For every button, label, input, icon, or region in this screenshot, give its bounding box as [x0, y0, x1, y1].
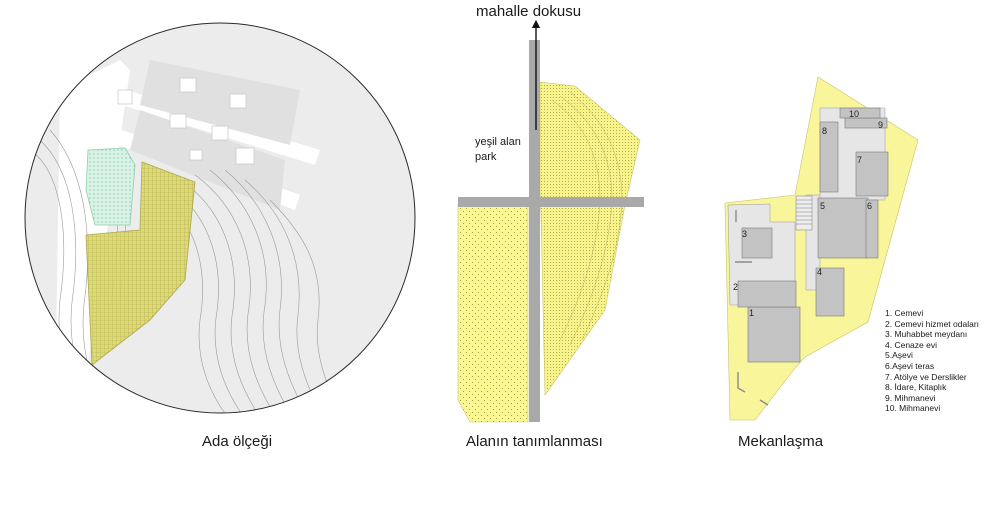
spatial-panel: 1 2 3 4 5 6 7 8 9 10 [724, 76, 919, 421]
building-admin-library [819, 121, 839, 193]
plan-number-1: 1 [749, 308, 754, 318]
north-south-axis [529, 40, 540, 422]
west-dotted-zone [457, 203, 529, 423]
definition-panel [457, 19, 644, 423]
caption-area-definition: Alanın tanımlanması [466, 433, 603, 450]
label-green-area: yeşil alan [475, 136, 521, 148]
plan-number-10: 10 [849, 109, 859, 119]
caption-spatial-organization: Mekanlaşma [738, 433, 824, 450]
plan-number-6: 6 [867, 201, 872, 211]
building-asevi-terrace [865, 199, 879, 259]
urban-block-2 [130, 110, 285, 210]
plan-number-5: 5 [820, 201, 825, 211]
building-asevi [817, 197, 869, 259]
green-park-area [85, 147, 136, 226]
stairs [795, 195, 813, 231]
buildings [737, 107, 889, 363]
building-service-rooms [737, 280, 797, 308]
label-park: park [475, 151, 497, 163]
legend-item-6: 6.Aşevi teras [885, 360, 935, 371]
legend-item-7: 7. Atölye ve Derslikler [885, 371, 967, 382]
label-neighbourhood-fabric: mahalle dokusu [476, 3, 582, 20]
plan-number-8: 8 [822, 126, 827, 136]
legend-item-8: 8. İdare, Kitaplık [885, 382, 947, 393]
east-dotted-zone [539, 81, 641, 396]
building-workshops [855, 151, 889, 197]
site-walls [735, 210, 769, 406]
legend-item-4: 4. Cenaze evi [885, 339, 937, 350]
plan-number-9: 9 [878, 120, 883, 130]
plan-numbers: 1 2 3 4 5 6 7 8 9 10 [733, 109, 883, 318]
legend-item-9: 9. Mihmanevi [885, 392, 936, 403]
caption-site-scale: Ada ölçeği [202, 433, 273, 450]
site-scale-circle [24, 22, 416, 414]
legend-item-2: 2. Cemevi hizmet odaları [885, 318, 980, 329]
legend-item-5: 5.Aşevi [885, 350, 913, 361]
plan-number-7: 7 [857, 155, 862, 165]
site-scale-panel [24, 22, 416, 414]
plan-number-3: 3 [742, 229, 747, 239]
plan-number-2: 2 [733, 282, 738, 292]
legend-list: 1. Cemevi 2. Cemevi hizmet odaları 3. Mu… [885, 308, 979, 414]
legend-item-10: 10. Mihmanevi [885, 403, 941, 414]
building-guesthouse-10 [839, 107, 881, 119]
building-funeral-house [815, 267, 845, 317]
east-west-axis [458, 197, 644, 207]
project-site-parcel [85, 161, 196, 366]
building-muhabbet [741, 227, 773, 259]
legend-item-1: 1. Cemevi [885, 308, 924, 318]
houses [117, 77, 255, 165]
building-cemevi [747, 306, 801, 363]
legend-item-3: 3. Muhabbet meydanı [885, 329, 968, 340]
plan-number-4: 4 [817, 267, 822, 277]
